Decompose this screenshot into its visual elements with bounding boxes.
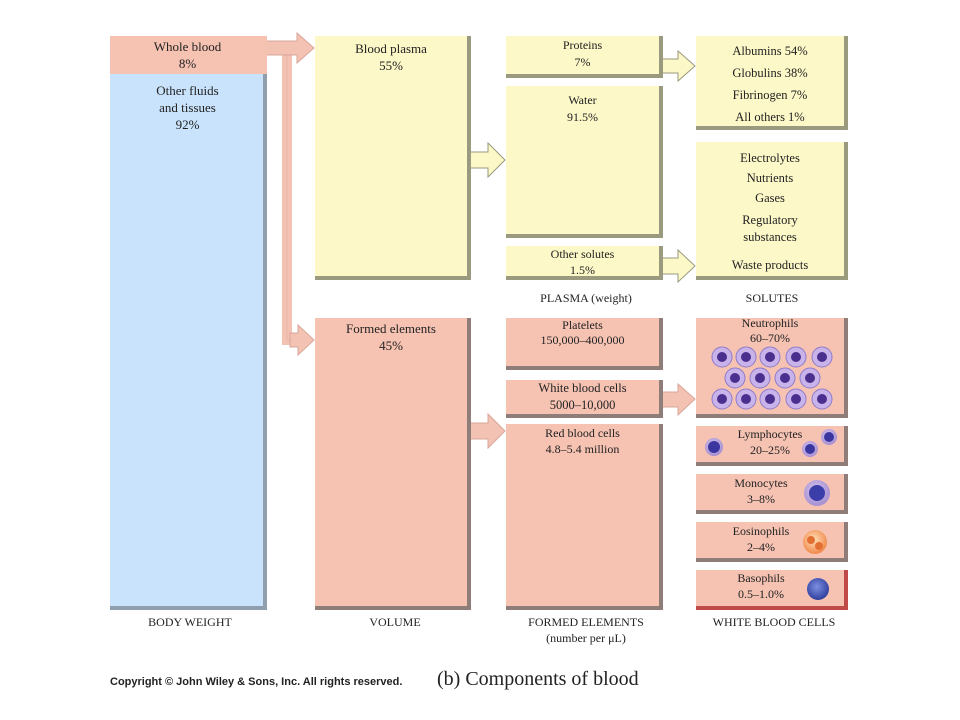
basophils-pct: 0.5–1.0%: [738, 587, 784, 601]
regulatory-label: Regulatory: [742, 213, 798, 227]
eosinophils-label: Eosinophils: [732, 524, 790, 538]
formed-elements-column-unit: (number per μL): [546, 631, 626, 645]
other-fluids-label-1: Other fluids: [156, 83, 219, 98]
neutrophil-cell: [811, 346, 833, 368]
blood-plasma-label: Blood plasma: [355, 41, 427, 56]
albumins-label: Albumins 54%: [732, 44, 808, 58]
whole-blood-box: [110, 36, 267, 74]
formed-elements-pct: 45%: [379, 338, 403, 353]
rbc-count: 4.8–5.4 million: [545, 442, 620, 456]
lymphocytes-pct: 20–25%: [750, 443, 790, 457]
arrow-to-wbc-types: [661, 382, 696, 417]
neutrophil-cell: [735, 346, 757, 368]
neutrophil-cell: [785, 346, 807, 368]
neutrophils-label: Neutrophils: [741, 316, 799, 330]
arrow-to-water: [467, 141, 506, 179]
formed-elements-box: [315, 318, 471, 610]
platelets-box: [506, 318, 663, 370]
gases-label: Gases: [755, 191, 785, 205]
wbc-box: [506, 380, 663, 418]
platelets-label: Platelets: [562, 318, 603, 332]
neutrophil-cell: [735, 388, 757, 410]
neutrophils-pct: 60–70%: [750, 331, 790, 345]
water-label: Water: [568, 93, 597, 107]
neutrophil-cell: [749, 367, 771, 389]
blood-plasma-pct: 55%: [379, 58, 403, 73]
arrow-to-formed: [289, 323, 315, 357]
solutes-column-label: SOLUTES: [745, 291, 799, 305]
figure-caption: (b) Components of blood: [437, 668, 639, 690]
proteins-box: [506, 36, 663, 78]
blood-plasma-box: [315, 36, 471, 280]
neutrophil-cell: [711, 346, 733, 368]
substances-label: substances: [743, 230, 797, 244]
whole-blood-label: Whole blood: [153, 39, 222, 54]
water-pct: 91.5%: [567, 110, 598, 124]
neutrophil-cell: [799, 367, 821, 389]
nutrients-label: Nutrients: [746, 171, 794, 185]
wbc-label: White blood cells: [538, 381, 627, 395]
lymphocytes-label: Lymphocytes: [737, 427, 803, 441]
other-fluids-box: [110, 74, 267, 610]
water-box: [506, 86, 663, 238]
globulins-label: Globulins 38%: [732, 66, 808, 80]
wbc-column-label: WHITE BLOOD CELLS: [712, 615, 836, 629]
platelets-count: 150,000–400,000: [540, 333, 625, 347]
other-solutes-label: Other solutes: [550, 247, 615, 261]
arrow-to-protein-solutes: [661, 49, 696, 83]
neutrophil-cell: [759, 346, 781, 368]
all-others-label: All others 1%: [735, 110, 805, 124]
electrolytes-label: Electrolytes: [740, 151, 800, 165]
neutrophil-cell: [711, 388, 733, 410]
arrow-to-plasma: [264, 31, 315, 65]
rbc-label: Red blood cells: [545, 426, 620, 440]
whole-blood-pct: 8%: [178, 56, 197, 71]
protein-solutes-box: [696, 36, 848, 130]
waste-products-label: Waste products: [731, 258, 809, 272]
plasma-weight-column-label: PLASMA (weight): [540, 291, 632, 305]
monocytes-label: Monocytes: [734, 476, 788, 490]
neutrophil-cell: [785, 388, 807, 410]
eosinophils-pct: 2–4%: [747, 540, 775, 554]
proteins-label: Proteins: [562, 38, 603, 52]
other-solutes-box: [506, 246, 663, 280]
monocytes-pct: 3–8%: [747, 492, 775, 506]
neutrophil-cell: [724, 367, 746, 389]
copyright-notice: Copyright © John Wiley & Sons, Inc. All …: [110, 676, 403, 688]
fibrinogen-label: Fibrinogen 7%: [732, 88, 808, 102]
other-fluids-pct: 92%: [175, 117, 200, 132]
basophils-label: Basophils: [737, 571, 785, 585]
neutrophil-cell: [759, 388, 781, 410]
neutrophil-cell: [811, 388, 833, 410]
arrow-to-other-solutes: [661, 248, 696, 284]
wbc-count: 5000–10,000: [549, 398, 616, 412]
rbc-box: [506, 424, 663, 610]
other-fluids-label-2: and tissues: [159, 100, 216, 115]
arrow-to-rbc: [467, 412, 506, 450]
other-solutes-list-box: [696, 142, 848, 280]
other-solutes-pct: 1.5%: [570, 263, 595, 277]
formed-elements-label: Formed elements: [346, 321, 436, 336]
neutrophil-cell: [774, 367, 796, 389]
proteins-pct: 7%: [574, 55, 591, 69]
volume-column-label: VOLUME: [369, 615, 421, 629]
formed-elements-column-label: FORMED ELEMENTS: [528, 615, 644, 629]
body-weight-column-label: BODY WEIGHT: [148, 615, 232, 629]
